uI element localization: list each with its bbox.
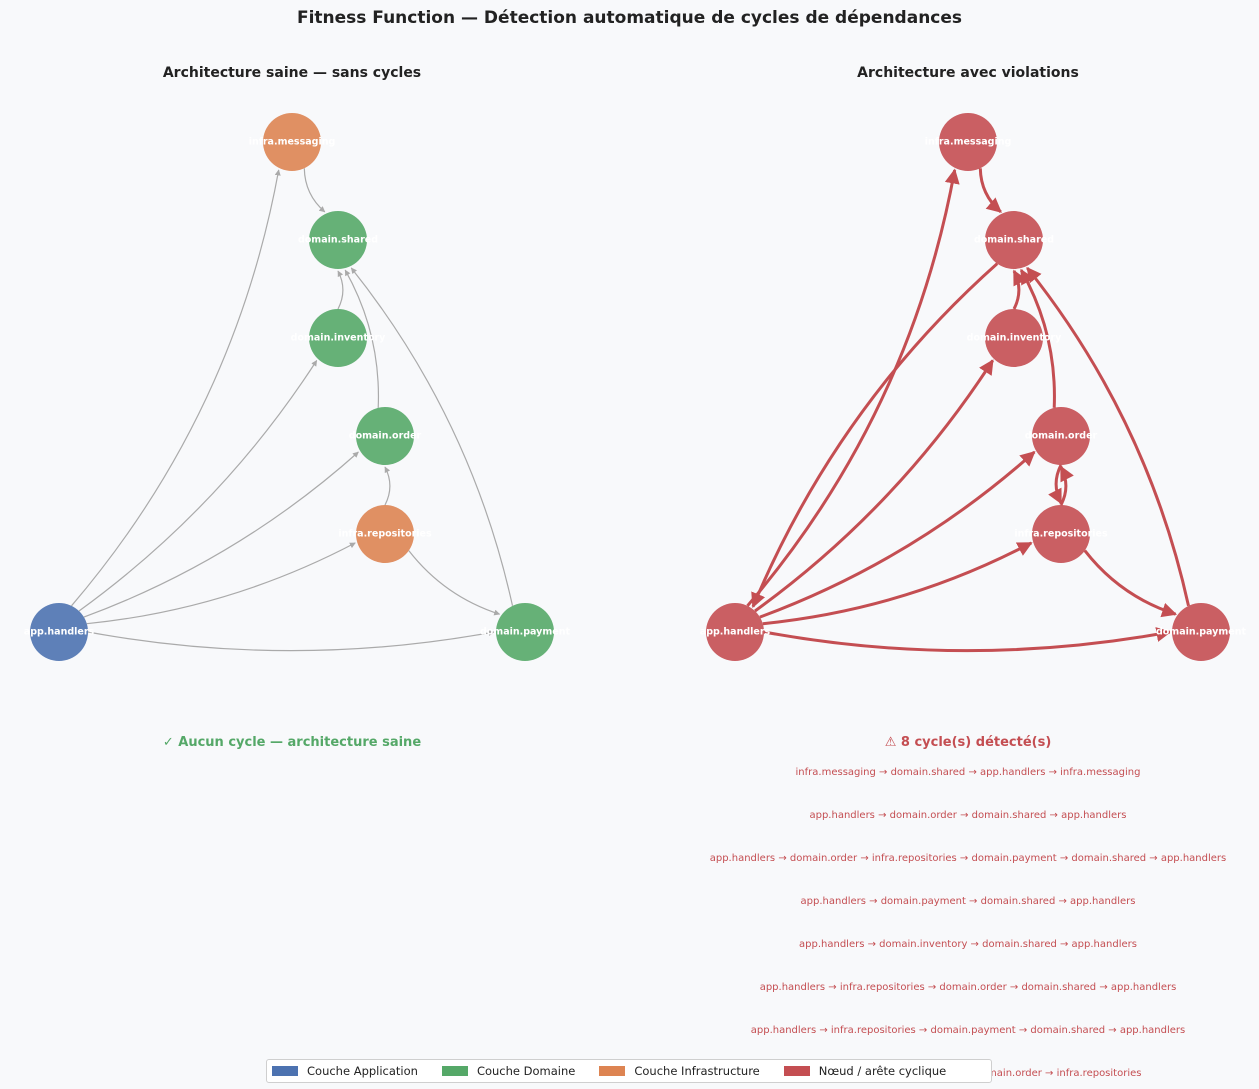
dependency-edge xyxy=(303,168,326,213)
cycle-item: app.handlers → infra.repositories → doma… xyxy=(759,982,1177,993)
node-label: domain.payment xyxy=(1156,627,1246,638)
cycle-item: app.handlers → domain.order → domain.sha… xyxy=(809,810,1127,821)
node-circle xyxy=(309,211,367,269)
dependency-edge xyxy=(350,267,514,606)
node-circle xyxy=(1032,407,1090,465)
node-circle xyxy=(30,603,88,661)
dependency-edge xyxy=(746,168,960,607)
node-circle xyxy=(985,309,1043,367)
legend-item-application: Couche Application xyxy=(272,1064,418,1078)
graph-node: domain.inventory xyxy=(967,309,1062,367)
legend-swatch xyxy=(441,1066,468,1076)
dependency-edge xyxy=(87,630,495,652)
dependency-edge xyxy=(1059,465,1074,506)
dependency-edge xyxy=(978,168,1002,214)
dependency-edge xyxy=(763,627,1172,653)
legend-item-infrastructure: Couche Infrastructure xyxy=(599,1064,760,1078)
right-panel-title: Architecture avec violations xyxy=(857,65,1079,81)
dependency-edge xyxy=(337,270,344,310)
dependency-edge xyxy=(384,466,391,506)
node-label: infra.messaging xyxy=(925,137,1012,148)
node-circle xyxy=(985,211,1043,269)
legend-label: Couche Infrastructure xyxy=(634,1064,760,1078)
legend-label: Couche Application xyxy=(307,1064,418,1078)
graph-node: infra.repositories xyxy=(1014,505,1108,563)
node-label: domain.payment xyxy=(480,627,570,638)
graph-node: domain.order xyxy=(1025,407,1098,465)
legend-item-cyclic: Nœud / arête cyclique xyxy=(783,1064,947,1078)
node-circle xyxy=(356,505,414,563)
node-label: app.handlers xyxy=(24,627,95,638)
right-status: ⚠ 8 cycle(s) détecté(s) xyxy=(884,735,1052,750)
graph-node: domain.shared xyxy=(974,211,1054,269)
node-label: domain.shared xyxy=(974,235,1054,246)
node-circle xyxy=(1032,505,1090,563)
dependency-edge xyxy=(71,169,281,607)
node-circle xyxy=(356,407,414,465)
node-label: infra.messaging xyxy=(249,137,336,148)
node-circle xyxy=(1172,603,1230,661)
graph-node: domain.inventory xyxy=(291,309,386,367)
dependency-edge xyxy=(78,359,318,612)
legend-swatch xyxy=(599,1066,626,1076)
dependency-edge xyxy=(344,269,380,408)
cycle-item: app.handlers → domain.order → infra.repo… xyxy=(709,853,1227,864)
cycle-item: app.handlers → infra.repositories → doma… xyxy=(750,1025,1186,1036)
node-label: infra.repositories xyxy=(1014,529,1108,540)
node-label: infra.repositories xyxy=(338,529,432,540)
legend-label: Nœud / arête cyclique xyxy=(818,1064,947,1078)
dependency-edge xyxy=(1048,464,1063,505)
dependency-edge xyxy=(83,451,359,618)
legend-swatch xyxy=(783,1066,810,1076)
graph-node: infra.repositories xyxy=(338,505,432,563)
dependency-edge xyxy=(762,541,1033,626)
node-label: app.handlers xyxy=(700,627,771,638)
graph-node: domain.payment xyxy=(480,603,570,661)
dependency-edge xyxy=(754,359,994,613)
dependency-edge xyxy=(1026,266,1190,607)
dependency-edge xyxy=(759,450,1036,619)
dependency-edge xyxy=(86,542,356,625)
dependency-graphs: infra.messaging domain.shared domain.inven… xyxy=(24,113,1246,661)
graph-node: infra.messaging xyxy=(249,113,336,171)
cycle-item: app.handlers → domain.payment → domain.s… xyxy=(800,896,1136,907)
legend: Couche Application Couche Domaine Couche… xyxy=(266,1059,992,1083)
cycle-item: infra.messaging → domain.shared → app.ha… xyxy=(795,767,1141,778)
node-label: domain.order xyxy=(1025,431,1098,442)
dependency-edge xyxy=(408,550,501,616)
dependency-edge xyxy=(751,262,999,609)
page-title: Fitness Function — Détection automatique… xyxy=(296,8,963,28)
graph-node: app.handlers xyxy=(24,603,95,661)
node-label: domain.inventory xyxy=(291,333,386,344)
left-status: ✓ Aucun cycle — architecture saine xyxy=(162,735,422,750)
graph-node: domain.shared xyxy=(298,211,378,269)
node-circle xyxy=(496,603,554,661)
legend-swatch xyxy=(272,1066,298,1076)
legend-label: Couche Domaine xyxy=(476,1064,576,1078)
legend-item-domain: Couche Domaine xyxy=(441,1064,576,1078)
dependency-edge xyxy=(1012,269,1027,310)
graph-node: domain.payment xyxy=(1156,603,1246,661)
node-label: domain.shared xyxy=(298,235,378,246)
node-label: domain.inventory xyxy=(967,333,1062,344)
left-panel-title: Architecture saine — sans cycles xyxy=(162,65,422,81)
cycle-item: app.handlers → domain.inventory → domain… xyxy=(799,939,1137,950)
dependency-edge xyxy=(1083,549,1178,618)
graph-node: app.handlers xyxy=(700,603,771,661)
graph-node: domain.order xyxy=(349,407,422,465)
node-circle xyxy=(263,113,321,171)
node-label: domain.order xyxy=(349,431,422,442)
node-circle xyxy=(309,309,367,367)
dependency-edge xyxy=(1019,268,1056,408)
graph-node: infra.messaging xyxy=(925,113,1012,171)
node-circle xyxy=(706,603,764,661)
node-circle xyxy=(939,113,997,171)
